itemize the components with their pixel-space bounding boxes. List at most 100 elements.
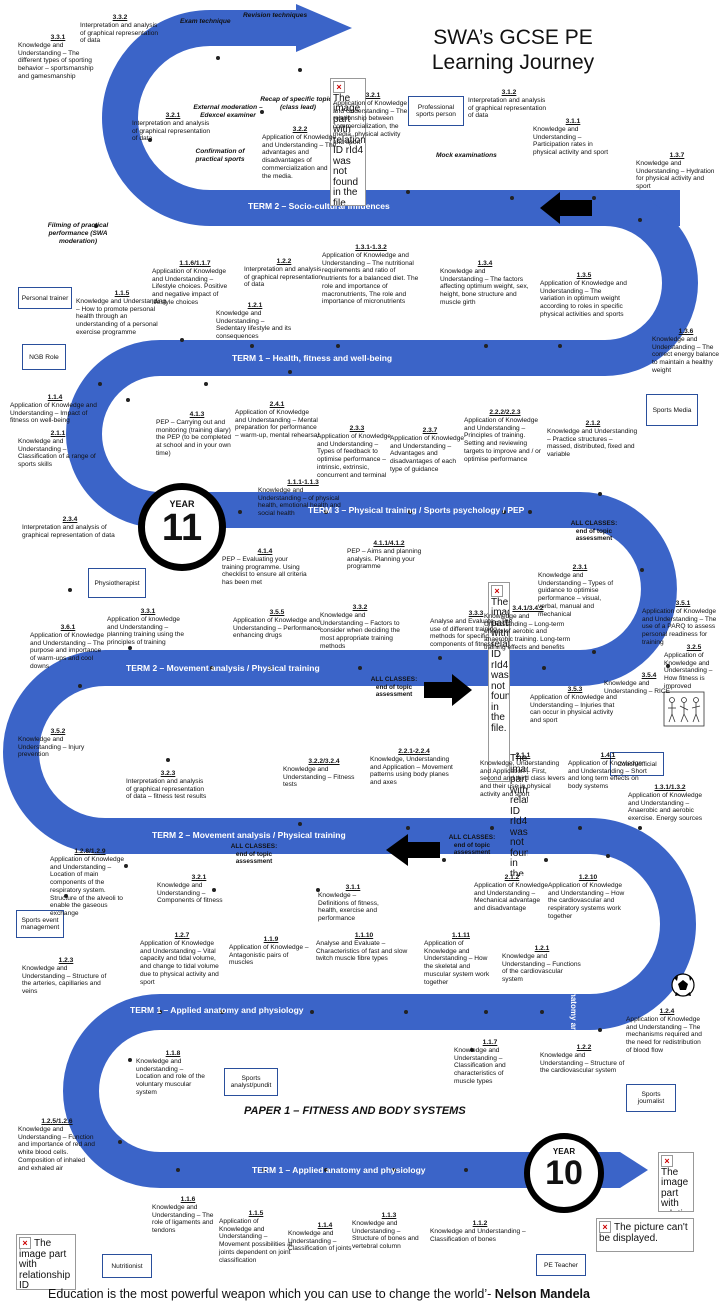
topic-code: 2.1.1 <box>515 752 531 759</box>
topic-code: 3.5.5 <box>269 609 285 616</box>
career-box: Coach/official <box>610 752 664 776</box>
topic-text: Application of Knowledge and Understandi… <box>474 881 549 913</box>
topic-text: PEP – Carrying out and monitoring (train… <box>156 418 232 457</box>
topic-text: Knowledge and Understanding – Classifica… <box>288 1229 352 1253</box>
road-start-arrow-head <box>296 4 352 52</box>
topic-code: 1.1.3 <box>381 1212 397 1219</box>
topic-code: 1.3.1/1.3.2 <box>654 784 686 791</box>
topic-code: 3.4.1/3.4.2 <box>512 605 544 612</box>
topic-code: 3.3.2 <box>112 14 128 21</box>
milestone-dot <box>158 1010 162 1014</box>
milestone-dot <box>392 1168 396 1172</box>
topic-code: 1.1.4 <box>317 1222 333 1229</box>
topic-text: Analyse and Evaluate – Characteristics o… <box>316 939 408 963</box>
topic-code: 1.3.4 <box>477 260 493 267</box>
milestone-dot <box>464 1168 468 1172</box>
topic-code: 4.1.1/4.1.2 <box>373 540 405 547</box>
year-10-badge: YEAR 10 <box>524 1133 604 1213</box>
topic-code: 1.1.6 <box>180 1196 196 1203</box>
milestone-dot <box>216 56 220 60</box>
topic-text: Knowledge and Understanding – Participat… <box>533 125 609 157</box>
football-icon <box>671 973 695 997</box>
topic-text: Knowledge and Understanding – Structure … <box>22 964 107 996</box>
milestone-dot <box>598 492 602 496</box>
career-box: PE Teacher <box>536 1254 586 1276</box>
missing-image-placeholder: The image part with relationship ID rId4… <box>510 753 528 876</box>
milestone-dot <box>180 338 184 342</box>
term-label: TERM 2 – Socio-cultural influences <box>248 201 390 211</box>
topic-text: Knowledge and Understanding – Structure … <box>540 1051 625 1075</box>
topic-code: 2.4.1 <box>269 401 285 408</box>
milestone-dot <box>406 826 410 830</box>
end-of-topic-assessment: ALL CLASSES: end of topic assessment <box>448 834 496 857</box>
topic-text: Application of Knowledge and Understandi… <box>233 616 321 640</box>
topic-text: Knowledge and Understanding – Components… <box>157 881 223 905</box>
topic-code: 3.3.2 <box>352 604 368 611</box>
term-label: TERM 2 – Movement analysis / Physical tr… <box>126 663 320 673</box>
milestone-dot <box>126 398 130 402</box>
topic-code: 3.5.1 <box>675 600 691 607</box>
topic-text: Application of Knowledge and Understandi… <box>540 279 627 318</box>
milestone-dot <box>238 510 242 514</box>
topic-code: 1.2.3 <box>58 957 74 964</box>
milestone-dot <box>540 1010 544 1014</box>
topic-text: Knowledge and Understanding – Classifica… <box>430 1227 526 1243</box>
milestone-dot <box>598 1028 602 1032</box>
footer-quote: Education is the most powerful weapon wh… <box>48 1287 590 1301</box>
topic-code: 3.2.2 <box>292 126 308 133</box>
topic-text: Application of Knowledge and Understandi… <box>262 133 337 180</box>
milestone-dot <box>148 138 152 142</box>
milestone-dot <box>324 1168 328 1172</box>
topic-text: Application of Knowledge and Understandi… <box>317 432 392 479</box>
milestone-dot <box>638 826 642 830</box>
topic-code: 1.2.1 <box>534 945 550 952</box>
topic-code: 3.3.1 <box>50 34 66 41</box>
year-number: 11 <box>161 507 203 549</box>
milestone-dot <box>542 666 546 670</box>
milestone-dot <box>260 110 264 114</box>
career-box: NGB Role <box>22 344 66 370</box>
milestone-dot <box>606 854 610 858</box>
topic-text: Knowledge and Understanding – Functions … <box>502 952 581 984</box>
milestone-dot <box>502 510 506 514</box>
topic-code: 3.5.3 <box>567 686 583 693</box>
career-box: Sports event management <box>16 910 64 938</box>
topic-text: Application of Knowledge and Understandi… <box>50 855 125 918</box>
topic-code: 3.1.1 <box>345 884 361 891</box>
topic-code: 3.2.2/3.2.4 <box>308 758 340 765</box>
topic-code: 1.2.8/1.2.9 <box>74 848 106 855</box>
topic-code: 3.3.1 <box>140 608 156 615</box>
topic-text: Analyse and Evaluate – The use of differ… <box>430 617 513 649</box>
topic-code: 3.2.1 <box>191 874 207 881</box>
page-title: SWA’s GCSE PE Learning Journey <box>431 26 595 75</box>
topic-text: Knowledge and Understanding – Injury pre… <box>18 735 85 759</box>
revision-techniques-note: Revision techniques <box>243 12 308 19</box>
topic-text: Application of Knowledge and Understandi… <box>628 791 703 823</box>
year-number: 10 <box>545 1154 583 1192</box>
